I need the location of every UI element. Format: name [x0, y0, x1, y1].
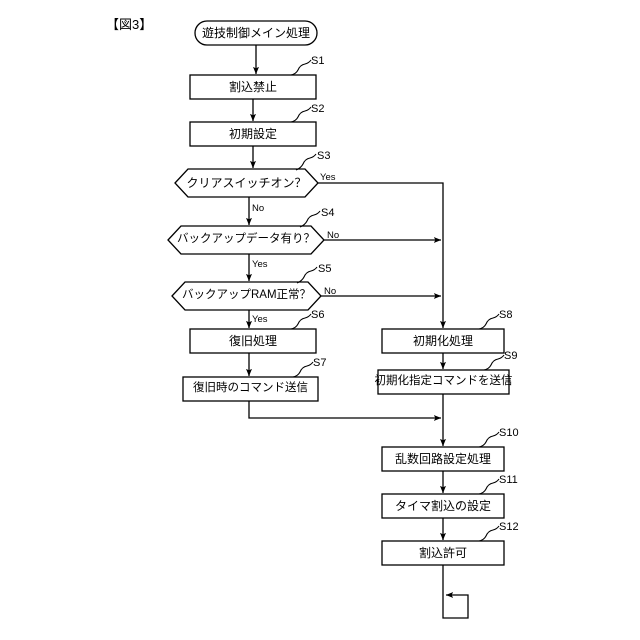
step-tag-s3: S3: [317, 150, 331, 162]
node-s3-shape: [174, 168, 319, 198]
step-tag-s11: S11: [499, 474, 518, 486]
step-tag-s4: S4: [321, 207, 335, 219]
edge-label-s3-yes: Yes: [320, 172, 336, 183]
step-tag-s2: S2: [311, 103, 325, 115]
edge-label-s4-yes: Yes: [252, 259, 268, 270]
leader-s10: [478, 431, 500, 448]
leader-s1: [290, 59, 312, 76]
step-tag-s12: S12: [499, 521, 519, 533]
node-s9-shape: [377, 369, 510, 395]
step-tag-s9: S9: [504, 350, 518, 362]
leader-s5: [296, 266, 318, 284]
step-tag-s8: S8: [499, 309, 513, 321]
leader-s9: [483, 354, 505, 371]
node-s5-shape: [171, 281, 322, 311]
figure-label: 【図3】: [106, 17, 153, 32]
node-s10-shape: [381, 446, 505, 472]
leader-s2: [290, 106, 312, 123]
edge-label-s5-yes: Yes: [252, 314, 268, 325]
step-tag-s1: S1: [311, 55, 325, 67]
leader-s4: [299, 210, 321, 228]
edge-label-s3-no: No: [252, 203, 265, 214]
node-start-shape: [194, 20, 318, 46]
node-s12-shape: [381, 540, 505, 566]
node-s1-shape: [189, 74, 317, 100]
leader-s7: [292, 361, 314, 378]
leader-s3: [295, 153, 317, 171]
node-s4-shape: [167, 225, 325, 255]
step-tag-s6: S6: [311, 309, 325, 321]
edge-s3-yes-trunk: [318, 182, 446, 329]
step-tag-s7: S7: [313, 357, 327, 369]
leader-s12: [478, 525, 500, 542]
leader-s11: [478, 478, 500, 495]
edge-s12-loop: [442, 565, 469, 619]
node-s6-shape: [189, 328, 317, 354]
edge-label-s5-no: No: [324, 286, 337, 297]
leader-s6: [290, 313, 312, 330]
node-s8-shape: [381, 328, 505, 354]
edge-label-s4-no: No: [327, 230, 340, 241]
node-s2-shape: [189, 121, 317, 147]
leader-s8: [478, 313, 500, 330]
step-leader-lines: [290, 59, 505, 542]
node-s7-shape: [182, 376, 319, 402]
node-s11-shape: [381, 493, 505, 519]
step-tag-s10: S10: [499, 427, 519, 439]
step-tag-s5: S5: [318, 263, 332, 275]
edge-s7-to-trunk: [248, 401, 442, 421]
